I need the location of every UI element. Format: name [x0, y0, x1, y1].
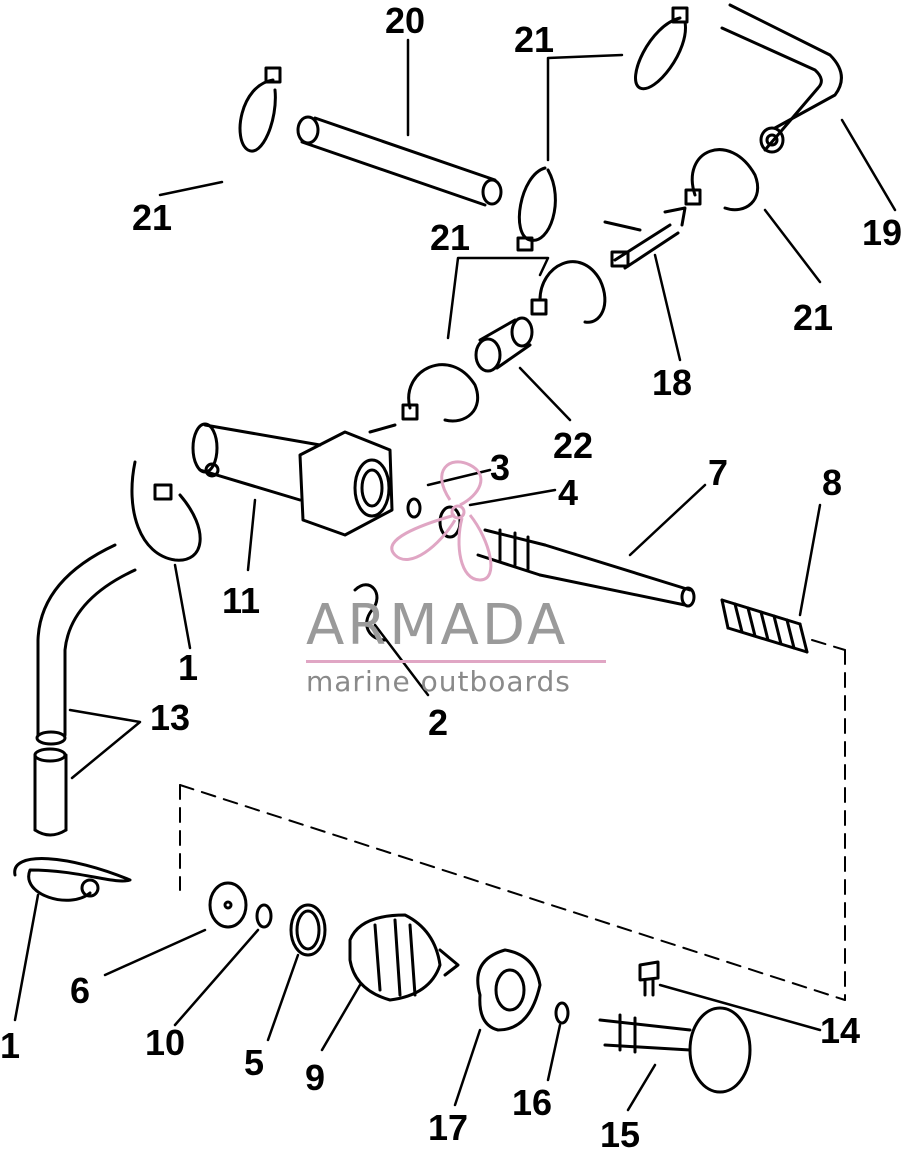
callout-14: 14 — [820, 1010, 861, 1051]
callout-1: 1 — [178, 647, 199, 688]
callout-2: 2 — [428, 702, 449, 743]
callout-3: 3 — [490, 447, 511, 488]
callout-6: 6 — [70, 970, 91, 1011]
clamp-21-c — [634, 6, 689, 91]
part-2-clip — [353, 583, 387, 642]
callout-17: 17 — [428, 1107, 469, 1148]
clamp-21-d — [684, 148, 760, 212]
part-5-oring — [289, 903, 327, 957]
part-14-screw — [638, 960, 660, 997]
clamp-21-f — [401, 363, 480, 423]
part-9-valve — [348, 913, 460, 1002]
callout-7: 7 — [708, 452, 729, 493]
part-7-shaft — [476, 528, 696, 608]
callout-5: 5 — [244, 1042, 265, 1083]
part-20-hose — [296, 115, 503, 207]
callout-21: 21 — [514, 19, 555, 60]
part-10-oring — [255, 903, 273, 929]
callout-8: 8 — [822, 462, 843, 503]
callout-11: 11 — [222, 580, 261, 621]
clamp-21-b — [516, 166, 557, 252]
part-4-oring — [438, 505, 462, 539]
part-19-hose — [720, 3, 843, 154]
assembly-dashed-guides — [179, 639, 846, 1001]
callout-22: 22 — [553, 425, 594, 466]
callout-20: 20 — [385, 0, 426, 41]
callout-18: 18 — [652, 362, 693, 403]
callout-13: 13 — [150, 697, 191, 738]
part-11-body — [191, 422, 397, 537]
callout-1: 1 — [0, 1025, 21, 1066]
callout-21: 21 — [793, 297, 834, 338]
watermark-divider — [306, 660, 606, 663]
callout-21: 21 — [132, 197, 173, 238]
watermark-tagline: marine outboards — [306, 665, 571, 698]
clamp-1-upper — [130, 460, 202, 562]
part-6-washer — [208, 881, 248, 929]
part-22-sleeve — [474, 316, 534, 373]
part-8-spring — [720, 598, 809, 654]
callout-21: 21 — [430, 217, 471, 258]
callout-15: 15 — [600, 1114, 641, 1155]
propeller-icon — [390, 460, 493, 582]
callout-19: 19 — [862, 212, 903, 253]
clamp-21-e — [530, 260, 607, 324]
part-3-oring — [406, 497, 422, 519]
part-16-oring — [554, 1001, 570, 1025]
part-18-fitting — [603, 206, 687, 270]
callout-10: 10 — [145, 1022, 186, 1063]
part-13-hose-upper — [35, 543, 137, 746]
callout-16: 16 — [512, 1082, 553, 1123]
part-13-hose-lower — [33, 747, 68, 837]
callout-4: 4 — [558, 472, 579, 513]
watermark-brand: ARMADA — [306, 593, 569, 658]
clamp-1-lower — [13, 857, 132, 902]
callout-9: 9 — [305, 1057, 326, 1098]
part-17-seal — [476, 948, 542, 1032]
part-15-plunger — [598, 1006, 752, 1094]
clamp-21-a — [238, 66, 282, 153]
